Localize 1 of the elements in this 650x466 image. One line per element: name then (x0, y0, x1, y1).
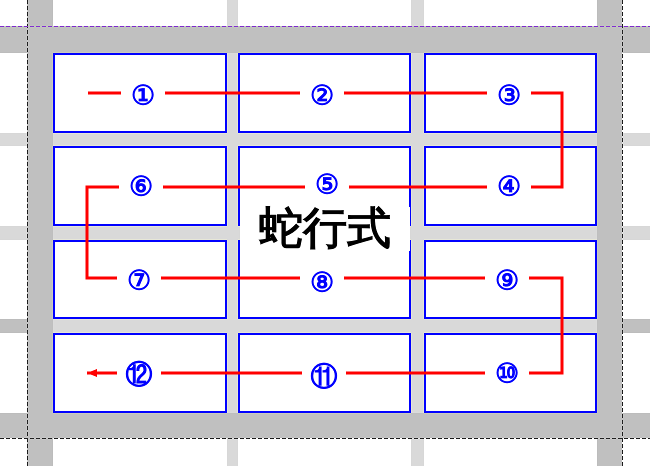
diagram-title: 蛇行式 (240, 207, 410, 251)
